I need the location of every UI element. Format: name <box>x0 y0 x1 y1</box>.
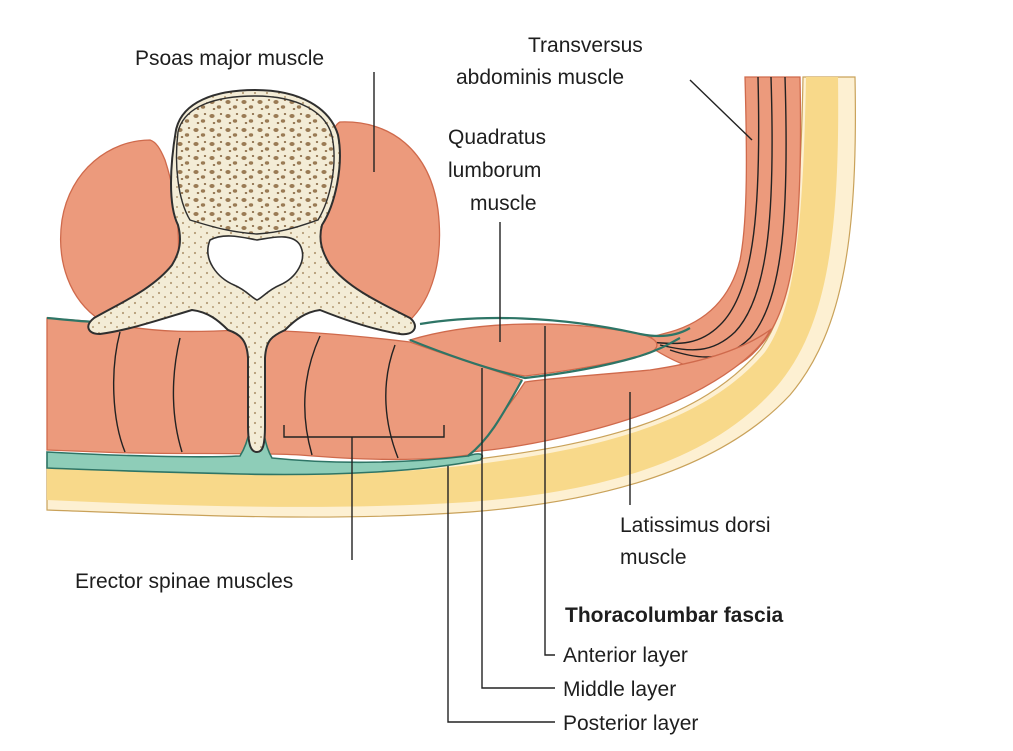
label-quadratus-line1: Quadratus <box>448 126 546 149</box>
transversus-strand-3 <box>669 76 787 358</box>
fascia-middle-layer <box>467 379 523 457</box>
transversus-leader <box>689 79 753 141</box>
muscle-bundle-line-4 <box>385 344 399 459</box>
muscle-bundle-line-1 <box>112 331 126 453</box>
muscle-bundle-line-2 <box>172 337 183 453</box>
label-quadratus-line2: lumborum <box>448 159 541 182</box>
middle-leader <box>481 368 555 689</box>
label-anterior-layer: Anterior layer <box>563 644 688 667</box>
label-thoracolumbar-fascia: Thoracolumbar fascia <box>565 604 784 627</box>
label-latissimus-line1: Latissimus dorsi <box>620 514 771 537</box>
transversus-strand-1 <box>649 76 760 345</box>
anterior-leader <box>544 326 555 656</box>
fascia-anterior-layer <box>419 316 691 338</box>
vertebral-body <box>175 95 335 235</box>
thoracolumbar-fascia-posterior-band <box>46 399 484 476</box>
label-middle-layer: Middle layer <box>563 678 676 701</box>
transversus-strand-2 <box>659 76 773 351</box>
fascia-middle-sheet <box>409 337 681 380</box>
label-latissimus-line2: muscle <box>620 546 687 569</box>
posterior-leader <box>447 466 555 723</box>
label-posterior-layer: Posterior layer <box>563 712 698 735</box>
muscle-bundle-line-3 <box>303 335 321 456</box>
label-psoas-major: Psoas major muscle <box>135 47 324 70</box>
erector-leader-bracket <box>283 425 445 438</box>
label-transversus-line2: abdominis muscle <box>456 66 624 89</box>
label-quadratus-line3: muscle <box>470 192 537 215</box>
label-transversus-line1: Transversus <box>528 34 643 57</box>
vertebral-foramen <box>207 235 304 301</box>
transversus-abdominis-muscle <box>638 76 802 372</box>
label-erector-spinae: Erector spinae muscles <box>75 570 293 593</box>
